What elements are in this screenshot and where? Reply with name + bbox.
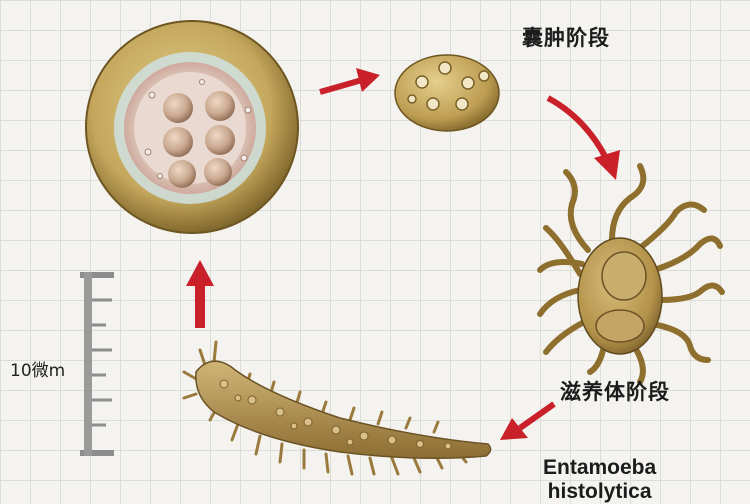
species-label-line1: Entamoeba <box>543 456 657 479</box>
trophozoite-organism <box>537 163 725 385</box>
scale-bar <box>80 272 114 456</box>
trophozoite-stage-label: 滋养体阶段 <box>560 380 670 404</box>
arrow-to-cyst <box>319 68 380 95</box>
mature-cyst <box>85 20 299 234</box>
arrow-to-trophozoite <box>546 95 620 180</box>
arrow-to-larva <box>500 401 556 440</box>
cyst-nuclei <box>163 91 235 188</box>
larva-spots <box>219 379 452 450</box>
cyst-stage-label: 囊肿阶段 <box>522 26 610 50</box>
species-label-line2: histolytica <box>547 480 652 503</box>
trophozoite-body <box>577 237 663 355</box>
species-label: Entamoeba histolytica <box>543 456 656 504</box>
arrow-to-mature-cyst <box>186 260 214 328</box>
larva-body <box>195 360 492 459</box>
cyst-stage-organism <box>394 54 500 132</box>
scale-label: 10微m <box>10 361 66 381</box>
